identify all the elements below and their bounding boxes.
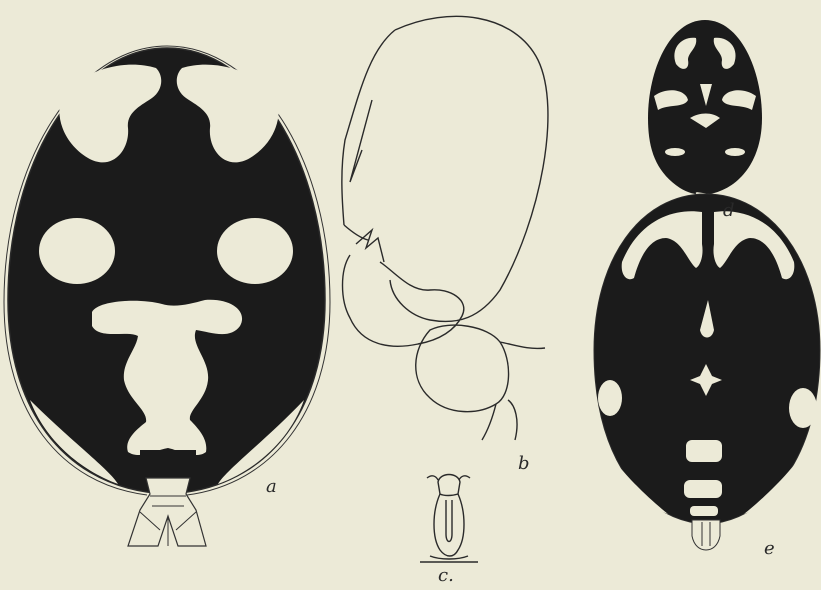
figure-e-spot-right bbox=[789, 388, 817, 428]
figure-a-label: a bbox=[266, 476, 277, 497]
figure-d-spot-lower-right bbox=[725, 148, 745, 156]
figure-a-stripe-2 bbox=[140, 464, 196, 471]
figure-c-body bbox=[434, 494, 464, 556]
figure-a-spot-mid-left bbox=[39, 218, 115, 284]
figure-c-top-arms bbox=[427, 476, 470, 480]
figure-d-beetle bbox=[648, 20, 762, 214]
figure-a-beetle bbox=[4, 46, 330, 546]
figure-e-centre-bar-3 bbox=[690, 506, 718, 516]
figure-b-middle-segment bbox=[343, 255, 464, 346]
figure-c-apparatus bbox=[420, 475, 478, 563]
figure-b-back-edge bbox=[342, 30, 395, 225]
figure-e-centre-bar-1 bbox=[686, 440, 722, 462]
figure-e-tail bbox=[692, 520, 720, 550]
figure-d-label: d bbox=[723, 200, 735, 221]
figure-d-body bbox=[648, 20, 762, 195]
figure-c-inner bbox=[446, 500, 452, 542]
figure-b-leg-drawing bbox=[342, 16, 548, 440]
figure-c-base bbox=[420, 556, 478, 562]
figure-e-centre-bar-2 bbox=[684, 480, 722, 498]
figure-d-spot-lower-left bbox=[665, 148, 685, 156]
figure-e-body bbox=[594, 194, 820, 524]
figure-b-label: b bbox=[518, 453, 530, 474]
figure-b-tail-lines bbox=[482, 342, 545, 440]
figure-b-lower-segment bbox=[416, 325, 509, 412]
figure-a-stripe-1 bbox=[140, 450, 196, 458]
figure-e-spot-left bbox=[598, 380, 622, 416]
figure-e-label: e bbox=[764, 538, 775, 559]
figure-b-joint bbox=[344, 225, 384, 262]
figure-c-label: c. bbox=[438, 565, 454, 586]
figure-a-spot-mid-right bbox=[217, 218, 293, 284]
figure-c-cap bbox=[438, 475, 460, 496]
figure-e-beetle bbox=[594, 194, 820, 550]
figure-b-large-segment bbox=[390, 16, 548, 321]
